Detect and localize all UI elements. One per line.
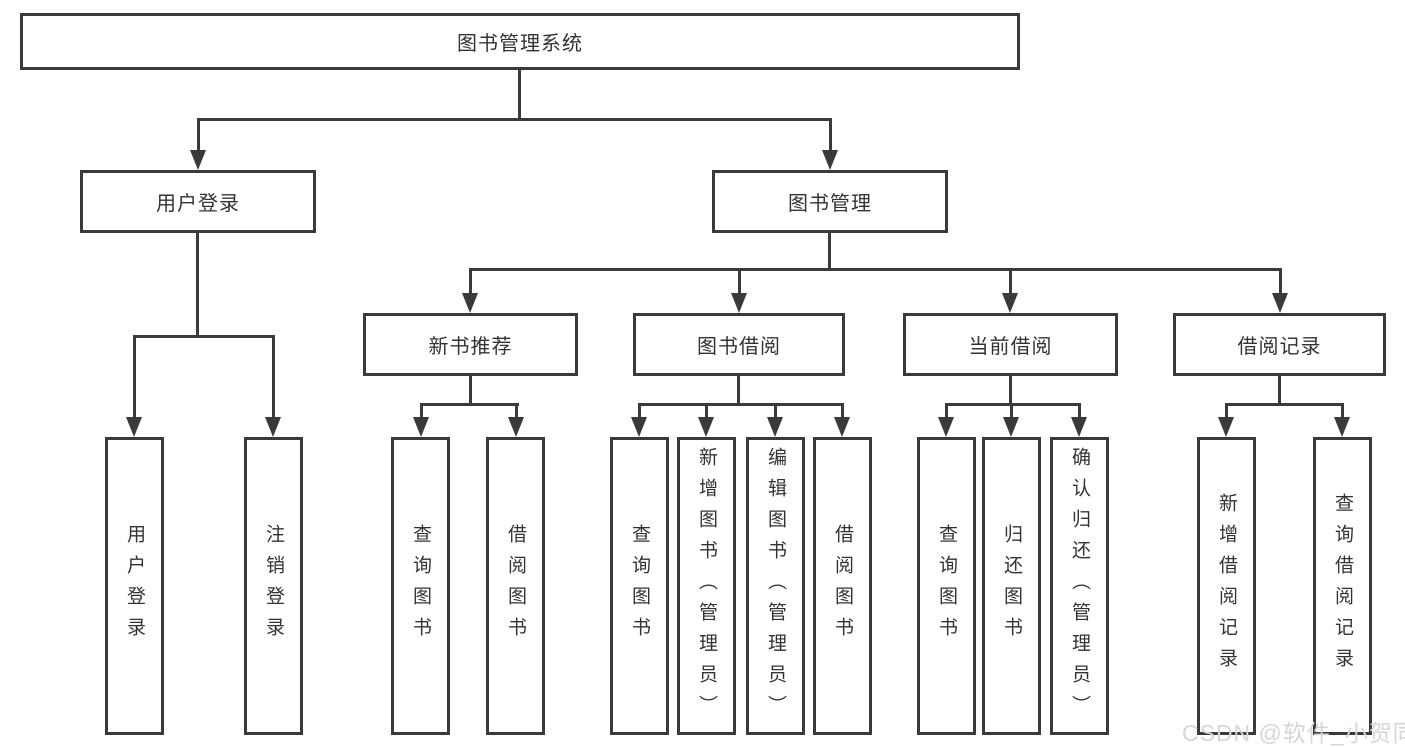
node-user-login-label: 用户登录 — [156, 193, 240, 215]
leaf-query-books-current: 查询图书 — [917, 437, 976, 735]
arrow-to-query-borrow-record — [1334, 403, 1350, 437]
leaf-confirm-return-admin-label: 确认归还（管理员） — [1069, 446, 1090, 726]
leaf-user-login-label: 用户登录 — [124, 524, 145, 648]
connector-book-management-bar — [469, 268, 1282, 271]
node-book-borrowing: 图书借阅 — [633, 313, 845, 376]
leaf-add-books-admin: 新增图书（管理员） — [677, 437, 736, 735]
arrow-to-add-borrow-record — [1218, 403, 1234, 437]
leaf-logout-label: 注销登录 — [263, 524, 284, 648]
node-current-borrowing-label: 当前借阅 — [968, 336, 1053, 358]
arrow-to-return-books — [1003, 403, 1019, 437]
leaf-logout: 注销登录 — [244, 437, 303, 735]
node-book-borrowing-label: 图书借阅 — [697, 336, 781, 358]
arrow-to-user-login — [190, 118, 206, 170]
connector-new-book-recommend-stem — [469, 376, 472, 406]
leaf-query-books-borrowing-label: 查询图书 — [629, 524, 650, 648]
arrow-to-book-borrowing — [731, 268, 747, 313]
leaf-user-login: 用户登录 — [105, 437, 164, 735]
arrow-to-edit-books-admin — [767, 403, 783, 437]
connector-user-login-stem — [196, 233, 199, 338]
arrow-to-new-book-recommend — [462, 268, 478, 313]
leaf-edit-books-admin-label: 编辑图书（管理员） — [765, 446, 786, 726]
connector-book-borrowing-stem — [737, 376, 740, 406]
watermark-text: CSDN @软件_小贺同学 — [1182, 720, 1405, 746]
leaf-add-books-admin-label: 新增图书（管理员） — [696, 446, 717, 726]
leaf-query-books-borrowing: 查询图书 — [610, 437, 669, 735]
arrow-to-query-books-current — [938, 403, 954, 437]
arrow-to-add-books-admin — [698, 403, 714, 437]
connector-new-book-recommend-bar — [420, 403, 519, 406]
leaf-borrow-books-recommend-label: 借阅图书 — [505, 524, 526, 648]
leaf-return-books: 归还图书 — [982, 437, 1041, 735]
arrow-to-query-books-borrowing — [631, 403, 647, 437]
connector-borrowing-records-bar — [1225, 403, 1344, 406]
arrow-to-query-books-recommend — [413, 403, 429, 437]
leaf-add-borrow-record-label: 新增借阅记录 — [1216, 493, 1237, 679]
connector-borrowing-records-stem — [1278, 376, 1281, 406]
node-new-book-recommend-label: 新书推荐 — [428, 336, 513, 358]
leaf-query-borrow-record-label: 查询借阅记录 — [1332, 493, 1353, 679]
node-book-management-label: 图书管理 — [788, 193, 872, 215]
node-new-book-recommend: 新书推荐 — [363, 313, 578, 376]
arrow-to-borrow-books-recommend — [508, 403, 524, 437]
leaf-add-borrow-record: 新增借阅记录 — [1197, 437, 1256, 735]
leaf-query-borrow-record: 查询借阅记录 — [1313, 437, 1372, 735]
arrow-to-leaf-logout — [265, 335, 281, 437]
leaf-query-books-recommend: 查询图书 — [391, 437, 450, 735]
connector-current-borrowing-stem — [1009, 376, 1012, 406]
arrow-to-leaf-user-login — [126, 335, 142, 437]
node-root-label: 图书管理系统 — [457, 33, 583, 55]
leaf-return-books-label: 归还图书 — [1001, 524, 1022, 648]
leaf-borrow-books-recommend: 借阅图书 — [486, 437, 545, 735]
leaf-edit-books-admin: 编辑图书（管理员） — [746, 437, 805, 735]
leaf-query-books-current-label: 查询图书 — [936, 524, 957, 648]
node-borrowing-records-label: 借阅记录 — [1237, 336, 1322, 358]
leaf-confirm-return-admin: 确认归还（管理员） — [1050, 437, 1109, 735]
connector-current-borrowing-bar — [945, 403, 1081, 406]
arrow-to-book-management — [822, 118, 838, 170]
arrow-to-borrowing-records — [1272, 268, 1288, 313]
arrow-to-borrow-books-borrowing — [834, 403, 850, 437]
arrow-to-confirm-return-admin — [1071, 403, 1087, 437]
arrow-to-current-borrowing — [1002, 268, 1018, 313]
connector-root-stem — [518, 70, 521, 121]
leaf-query-books-recommend-label: 查询图书 — [410, 524, 431, 648]
connector-root-bar — [197, 118, 832, 121]
leaf-borrow-books-borrowing: 借阅图书 — [813, 437, 872, 735]
connector-book-management-stem — [828, 233, 831, 271]
node-borrowing-records: 借阅记录 — [1173, 313, 1386, 376]
node-root: 图书管理系统 — [20, 13, 1020, 70]
node-book-management: 图书管理 — [712, 170, 948, 233]
node-user-login: 用户登录 — [80, 170, 316, 233]
leaf-borrow-books-borrowing-label: 借阅图书 — [832, 524, 853, 648]
connector-user-login-bar — [133, 335, 275, 338]
connector-book-borrowing-bar — [638, 403, 844, 406]
node-current-borrowing: 当前借阅 — [903, 313, 1118, 376]
